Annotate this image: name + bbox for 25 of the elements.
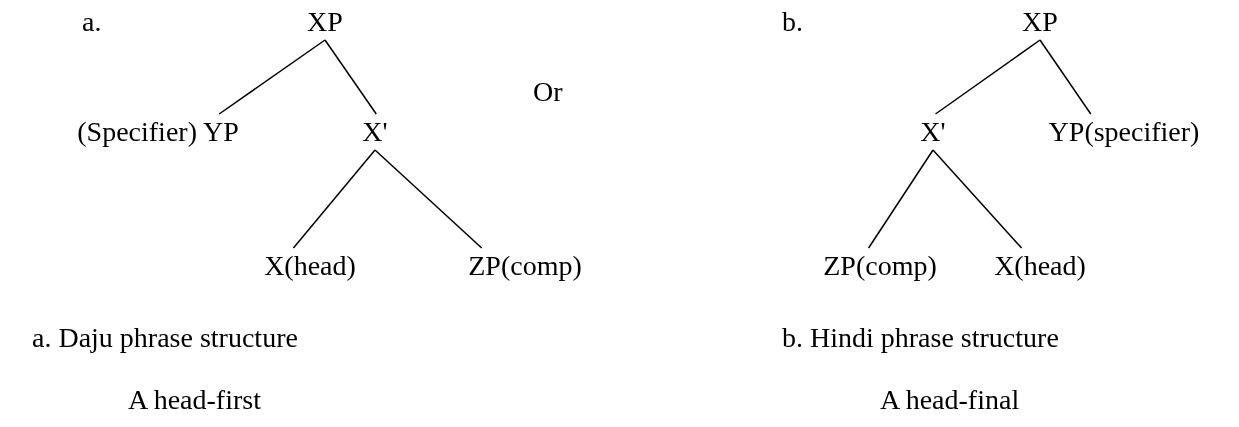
caption-text: A head-final <box>880 384 1020 416</box>
tree-node-label: YP(specifier) <box>1048 116 1200 148</box>
item-label: a. <box>82 6 102 38</box>
tree-node-label: (Specifier) YP <box>77 116 239 148</box>
tree-node-label: X(head) <box>264 250 356 282</box>
tree-node-label: ZP(comp) <box>823 250 937 282</box>
caption-text: a. Daju phrase structure <box>32 322 298 354</box>
tree-branch-line <box>1039 39 1092 115</box>
tree-branch-line <box>867 149 934 249</box>
tree-node-label: ZP(comp) <box>468 250 582 282</box>
tree-branch-line <box>324 39 377 115</box>
tree-branch-line <box>218 39 326 115</box>
tree-branch-line <box>932 149 1023 249</box>
caption-text: b. Hindi phrase structure <box>782 322 1059 354</box>
tree-node-label: XP <box>307 6 343 38</box>
item-label: b. <box>782 6 803 38</box>
caption-text: A head-first <box>128 384 261 416</box>
tree-node-label: X' <box>362 116 388 148</box>
tree-branch-line <box>934 39 1041 115</box>
tree-node-label: XP <box>1022 6 1058 38</box>
tree-node-label: X' <box>920 116 946 148</box>
tree-node-label: X(head) <box>994 250 1086 282</box>
conjunction-label: Or <box>533 76 563 108</box>
tree-branch-line <box>374 149 483 249</box>
tree-branch-line <box>292 149 376 249</box>
